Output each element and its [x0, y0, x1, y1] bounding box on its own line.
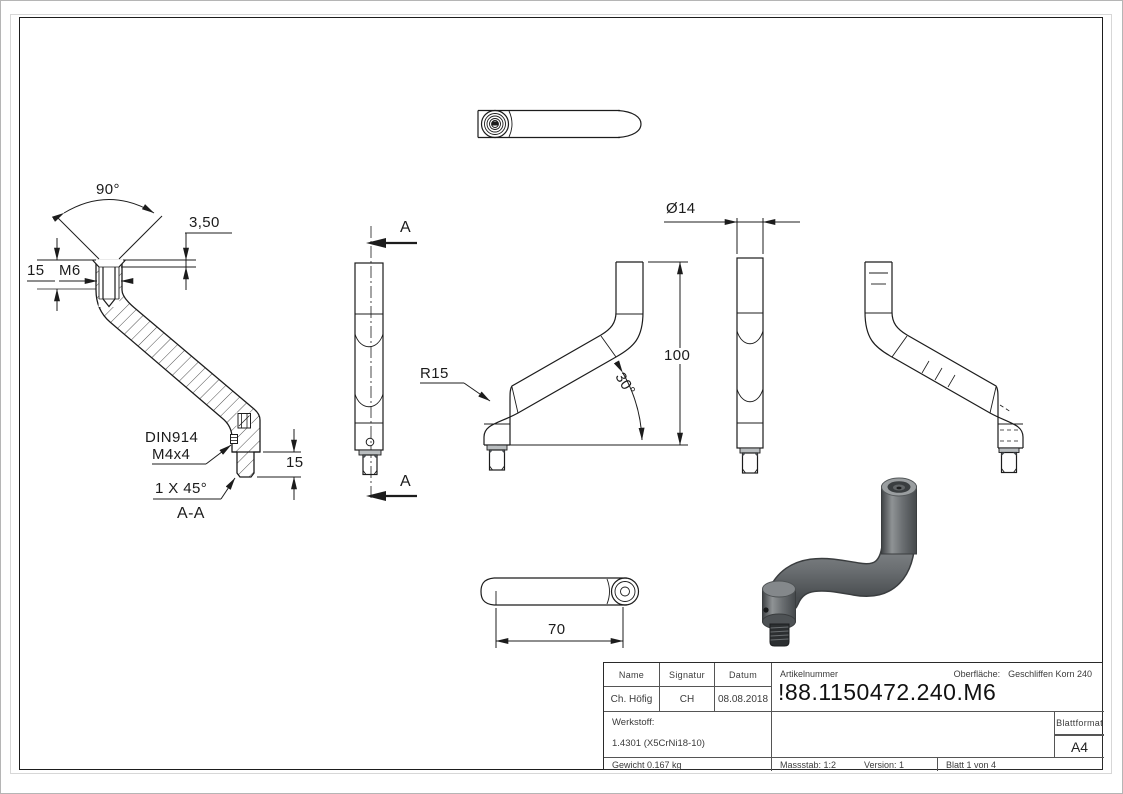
dim-dia-14: Ø14 [666, 200, 696, 217]
label-cutline-a-bottom: A [400, 473, 412, 490]
label-chamfer-1x45: 1 X 45° [155, 480, 208, 497]
dim-length-70: 70 [548, 621, 566, 638]
drawing-date: 08.08.2018 [717, 693, 769, 705]
author-name: Ch. Höfig [610, 693, 653, 705]
material-label: Werkstoff: [612, 717, 655, 728]
dim-height-100: 100 [664, 347, 691, 364]
label-m4x4: M4x4 [152, 446, 191, 463]
label-section-aa: A-A [177, 505, 205, 522]
view-front [420, 261, 688, 471]
dim-radius-r15: R15 [420, 365, 449, 382]
signature-header: Signatur [669, 669, 705, 680]
titleblock-sheetcount-cell: Blatt 1 von 4 [938, 758, 1104, 771]
dim-angle-90: 90° [96, 181, 120, 198]
titleblock-format-value-cell: A4 [1055, 735, 1104, 758]
dim-15-right: 15 [286, 454, 304, 471]
titleblock-material-cell: Werkstoff: 1.4301 (X5CrNi18-10) [604, 712, 772, 758]
label-din914: DIN914 [145, 429, 199, 446]
article-header: Artikelnummer [780, 669, 839, 679]
view-top-plan [477, 109, 642, 139]
label-thread-m6: M6 [59, 262, 81, 279]
titleblock-scale-cell: Massstab: 1:2 Version: 1 [772, 758, 938, 771]
view-section-aa [27, 199, 301, 500]
surface-label: Oberfläche: [953, 669, 1001, 679]
dim-15-left: 15 [27, 262, 45, 279]
name-header: Name [618, 669, 645, 680]
titleblock-date-value-cell: 08.08.2018 [715, 687, 772, 712]
titleblock-signature-header-cell: Signatur [660, 663, 715, 687]
titleblock-signature-value-cell: CH [660, 687, 715, 712]
surface-value: Geschliffen Korn 240 [1008, 669, 1092, 679]
titleblock-date-header-cell: Datum [715, 663, 772, 687]
view-3d-model [762, 477, 917, 647]
scale-value: Massstab: 1:2 [780, 759, 837, 770]
titleblock-name-value-cell: Ch. Höfig [604, 687, 660, 712]
sheet-count: Blatt 1 von 4 [946, 759, 997, 770]
view-mirrored-s [864, 261, 1024, 474]
titleblock-weight-cell: Gewicht 0.167 kg [604, 758, 772, 771]
format-value: A4 [1070, 738, 1089, 755]
titleblock-empty-cell [772, 712, 1055, 758]
view-side-cutline [354, 226, 417, 501]
weight-value: Gewicht 0.167 kg [612, 759, 682, 770]
dim-depth-350: 3,50 [189, 214, 220, 231]
format-label: Blattformat [1056, 718, 1103, 728]
title-block: Name Signatur Datum Ch. Höfig CH 08.08.2… [603, 662, 1104, 771]
titleblock-article-cell: Artikelnummer Oberfläche: Geschliffen Kor… [772, 663, 1104, 712]
surface-info: Oberfläche: Geschliffen Korn 240 [954, 669, 1092, 679]
scale-version: Massstab: 1:2 Version: 1 [772, 758, 937, 771]
article-number: !88.1150472.240.M6 [778, 679, 997, 705]
date-header: Datum [728, 669, 757, 680]
view-bottom-plan [480, 577, 640, 648]
titleblock-name-header-cell: Name [604, 663, 660, 687]
titleblock-format-header-cell: Blattformat [1055, 712, 1104, 735]
material-value: 1.4301 (X5CrNi18-10) [612, 738, 705, 749]
label-cutline-a-top: A [400, 219, 412, 236]
version-value: Version: 1 [864, 759, 905, 770]
drawing-frame [19, 17, 1103, 770]
author-signature: CH [679, 693, 695, 705]
sheet-trim-border [10, 14, 1112, 774]
view-right-cylinder [664, 218, 800, 474]
